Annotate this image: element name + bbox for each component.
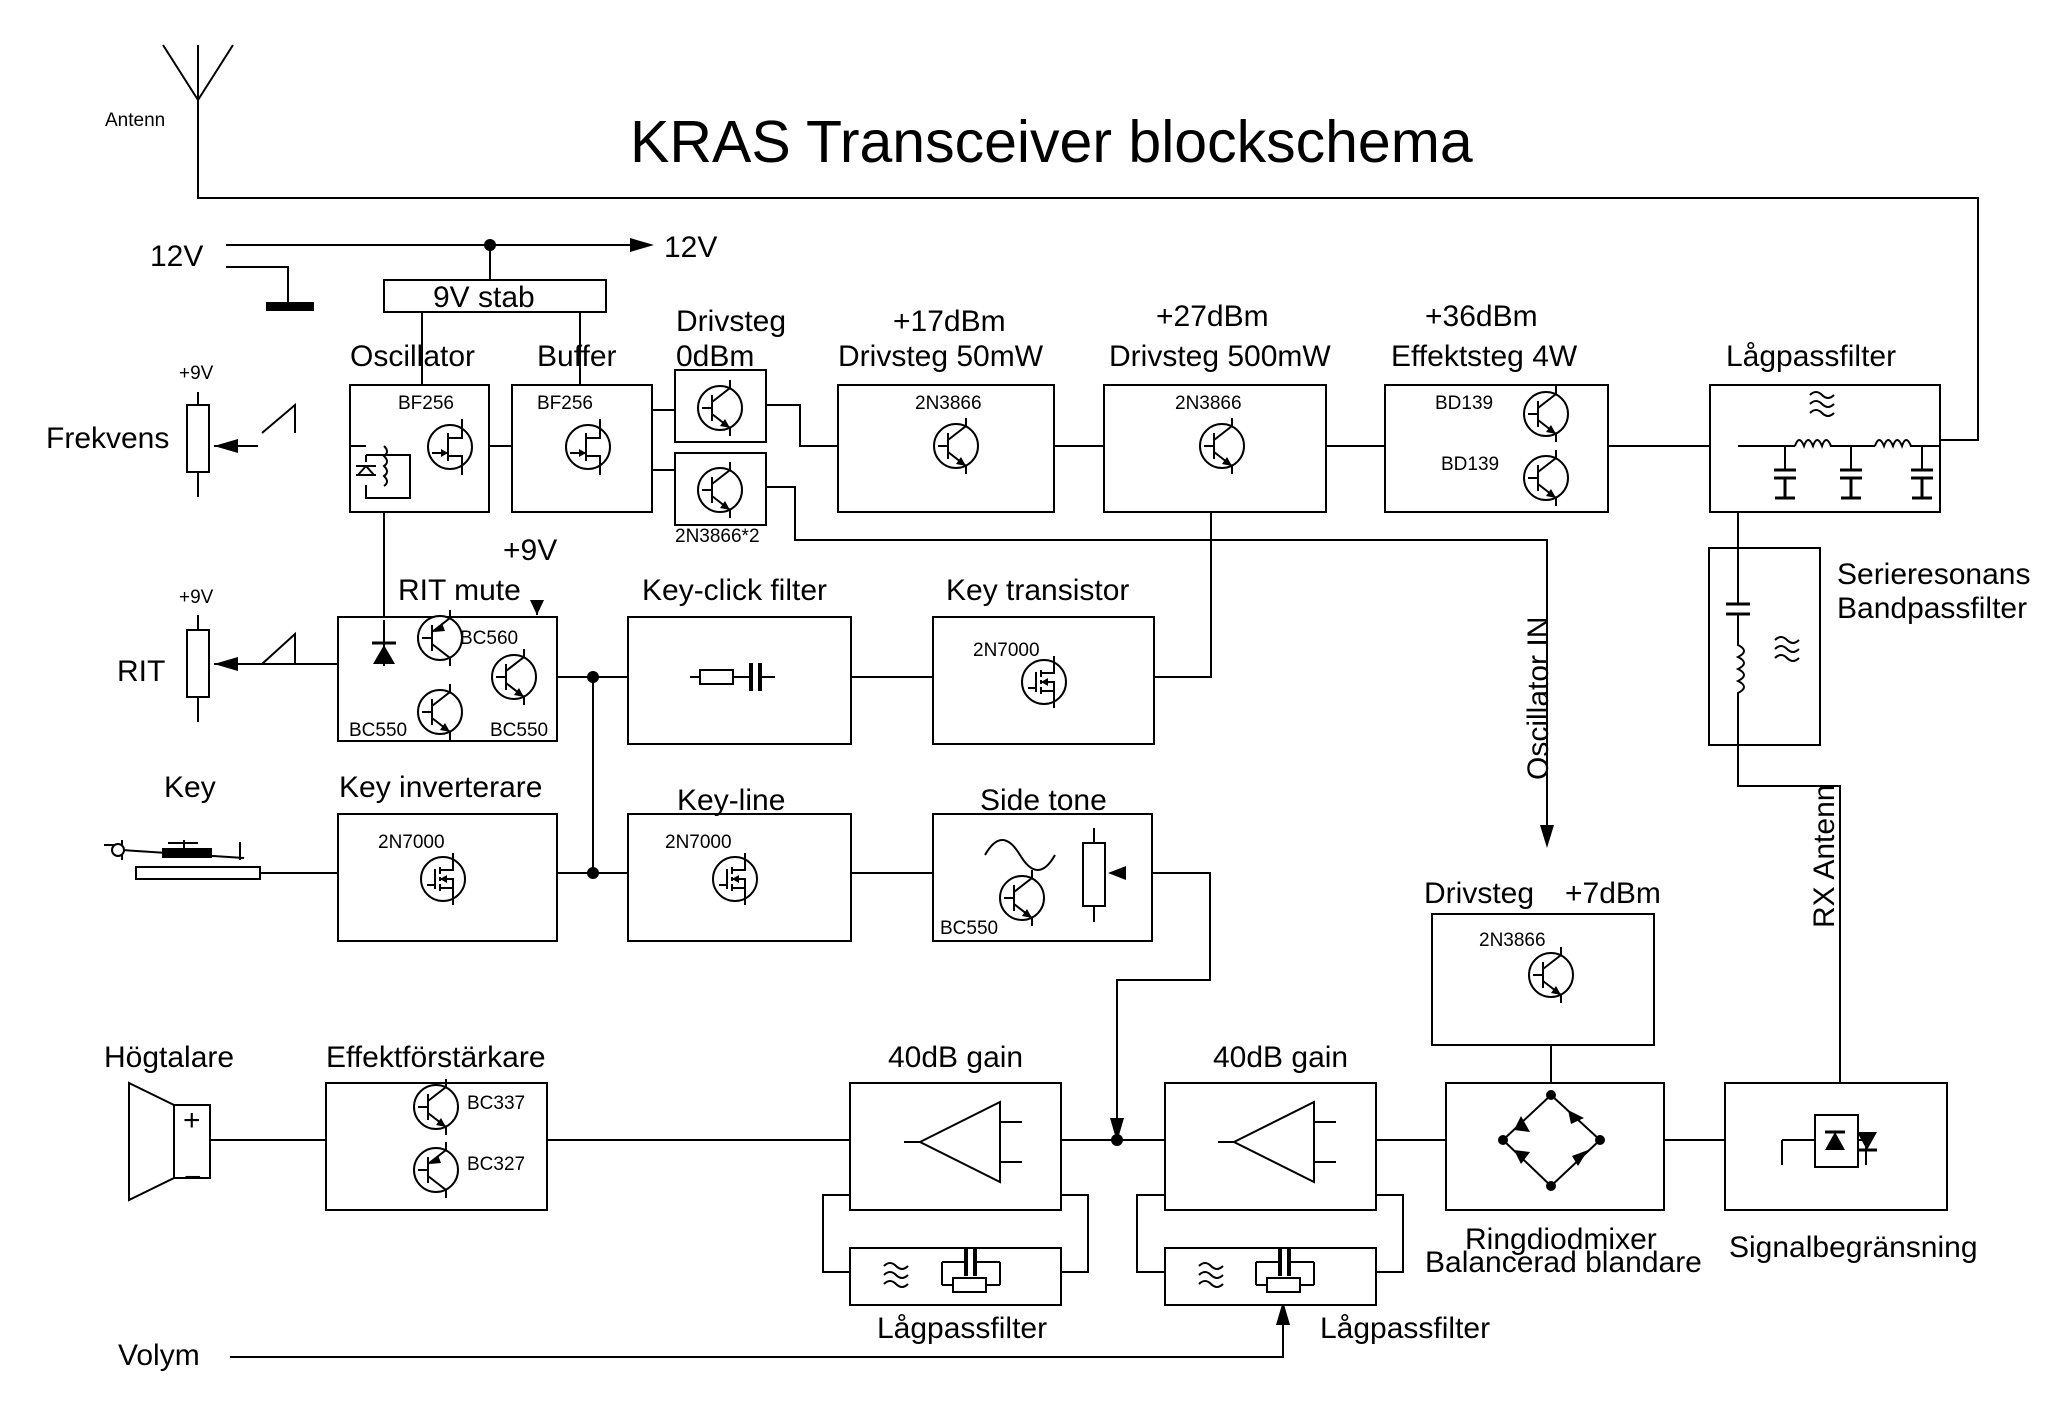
lagpass-b2-circuit xyxy=(1198,1246,1315,1293)
hogtalare-label: Högtalare xyxy=(104,1041,234,1074)
signalbegr-circuit xyxy=(1781,1114,1877,1168)
part-bc337: BC337 xyxy=(467,1093,525,1114)
gain-b-box xyxy=(1164,1082,1377,1211)
supply-left-label: 12V xyxy=(150,240,203,273)
serieresonans-box xyxy=(1708,547,1821,746)
keyinv-label: Key inverterare xyxy=(339,771,542,804)
text-layer: KRAS Transceiver blockschema Antenn 12V … xyxy=(46,109,2030,1372)
morse-key-icon xyxy=(104,840,261,880)
signalbegr-label: Signalbegränsning xyxy=(1729,1231,1978,1264)
speaker-icon xyxy=(128,1081,211,1202)
keyline-label: Key-line xyxy=(677,784,785,817)
part-2n7000-kl: 2N7000 xyxy=(665,832,732,853)
oscillator-label: Oscillator xyxy=(350,340,475,373)
plus9-frekvens-label: +9V xyxy=(179,363,214,384)
drivsteg500-label: Drivsteg 500mW xyxy=(1109,340,1331,373)
drivsteg7-db-label: +7dBm xyxy=(1565,877,1661,910)
part-bc550-st: BC550 xyxy=(940,918,998,939)
gain-a-label: 40dB gain xyxy=(888,1041,1023,1074)
keyclick-box xyxy=(627,616,852,745)
frekvens-label: Frekvens xyxy=(46,422,169,455)
antenn-label: Antenn xyxy=(105,110,165,131)
part-bf256-osc: BF256 xyxy=(398,393,454,414)
part-bc550-b: BC550 xyxy=(490,720,548,741)
lagpass-b1-circuit xyxy=(883,1246,1001,1293)
oscillator-circuit xyxy=(350,418,473,499)
lagpass-b1-label: Lågpassfilter xyxy=(877,1312,1047,1345)
stab-label: 9V stab xyxy=(433,281,535,314)
effektforst-label: Effektförstärkare xyxy=(326,1041,546,1074)
lagpass-top-circuit xyxy=(1738,391,1940,500)
part-2n7000-kt: 2N7000 xyxy=(973,640,1040,661)
part-2n3866-50: 2N3866 xyxy=(915,393,982,414)
sidetone-circuit xyxy=(984,828,1126,927)
ringdiod-label-b: Balancerad blandare xyxy=(1425,1246,1702,1279)
gain-a-box xyxy=(849,1082,1062,1211)
part-bd139-a: BD139 xyxy=(1435,393,1493,414)
drivsteg0-db-label: 0dBm xyxy=(676,340,754,373)
antenna-icon xyxy=(162,44,234,101)
part-dual-2n3866: 2N3866*2 xyxy=(675,526,760,547)
drivsteg7-label: Drivsteg xyxy=(1424,877,1534,910)
part-bc327: BC327 xyxy=(467,1154,525,1175)
supply-right-label: 12V xyxy=(664,231,717,264)
part-bc550-a: BC550 xyxy=(349,720,407,741)
part-2n7000-ki: 2N7000 xyxy=(378,832,445,853)
pwr17-label: +17dBm xyxy=(893,305,1006,338)
plus9-ritmute-label: +9V xyxy=(503,534,557,567)
gain-b-label: 40dB gain xyxy=(1213,1041,1348,1074)
ringdiod-label-a: Ringdiodmixer xyxy=(1465,1223,1657,1256)
rit-pot-icon xyxy=(186,615,338,722)
rit-mute-circuit xyxy=(372,600,544,741)
key-label: Key xyxy=(164,771,216,804)
plus9-rit-label: +9V xyxy=(179,587,214,608)
part-bc560: BC560 xyxy=(460,628,518,649)
ringdiod-box xyxy=(1445,1082,1665,1211)
stab-box xyxy=(383,279,607,313)
drivsteg0-label: Drivsteg xyxy=(676,305,786,338)
pwr36-label: +36dBm xyxy=(1425,300,1538,333)
frekvens-pot-icon xyxy=(186,392,296,497)
part-bd139-b: BD139 xyxy=(1441,454,1499,475)
sidetone-box xyxy=(932,813,1153,942)
speaker-minus-label: − xyxy=(184,1161,202,1194)
lagpass-b2-label: Lågpassfilter xyxy=(1320,1312,1490,1345)
pwr27-label: +27dBm xyxy=(1156,300,1269,333)
drivsteg50-label: Drivsteg 50mW xyxy=(838,340,1044,373)
page-title: KRAS Transceiver blockschema xyxy=(630,109,1473,175)
lagpass-top-label: Lågpassfilter xyxy=(1726,340,1896,373)
keytransistor-label: Key transistor xyxy=(946,574,1129,607)
effektsteg-label: Effektsteg 4W xyxy=(1391,340,1578,373)
lagpass-b1-box xyxy=(849,1247,1062,1306)
buffer-label: Buffer xyxy=(537,340,617,373)
ringdiod-circuit xyxy=(1498,1090,1605,1191)
rit-label: RIT xyxy=(117,655,165,688)
oscillator-in-label: Oscillator IN xyxy=(1522,617,1555,780)
part-2n3866-7: 2N3866 xyxy=(1479,930,1546,951)
speaker-plus-label: + xyxy=(183,1104,201,1137)
serieresonans-circuit xyxy=(1726,548,1800,745)
volym-label: Volym xyxy=(118,1339,200,1372)
effektsteg-box xyxy=(1384,384,1609,513)
part-2n3866-500: 2N3866 xyxy=(1175,393,1242,414)
lagpass-b2-box xyxy=(1164,1247,1377,1306)
part-bf256-buf: BF256 xyxy=(537,393,593,414)
serie-label-b: Bandpassfilter xyxy=(1837,592,2027,625)
keyclick-circuit xyxy=(690,661,775,693)
serie-label-a: Serieresonans xyxy=(1837,558,2030,591)
rx-antenn-label: RX Antenn xyxy=(1808,785,1841,928)
sidetone-label: Side tone xyxy=(980,784,1107,817)
wiring xyxy=(197,100,1979,1358)
rit-mute-label: RIT mute xyxy=(398,574,521,607)
lagpass-top-box xyxy=(1709,384,1941,513)
keyclick-label: Key-click filter xyxy=(642,574,827,607)
